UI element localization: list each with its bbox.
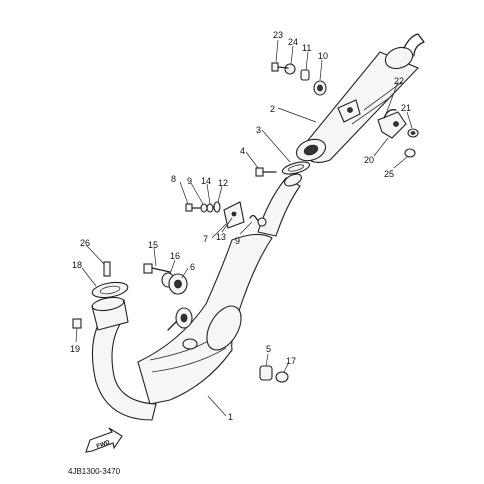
fwd-label: FWD — [96, 440, 112, 451]
callout-4: 4 — [240, 146, 245, 156]
collar-5 — [259, 365, 273, 381]
callout-9b: 9 — [235, 236, 240, 246]
callout-2: 2 — [270, 104, 275, 114]
callout-24: 24 — [288, 37, 298, 47]
callout-8: 8 — [171, 174, 176, 184]
collar-12 — [213, 201, 221, 213]
callouts: 1 2 3 4 5 6 7 8 9 9 10 11 12 13 14 15 16… — [70, 30, 411, 422]
callout-20: 20 — [364, 155, 374, 165]
clamp-plate — [223, 201, 245, 229]
washer-17 — [275, 371, 289, 383]
bolt-8 — [185, 203, 201, 212]
callout-11: 11 — [302, 43, 311, 53]
fwd-arrow-icon: FWD — [85, 427, 123, 453]
muffler-bracket — [377, 109, 407, 139]
leader-lines — [75, 39, 413, 417]
washer-14 — [206, 203, 214, 213]
collar-11 — [300, 69, 310, 81]
muffler — [295, 33, 425, 163]
callout-13: 13 — [216, 232, 226, 242]
callout-18: 18 — [72, 260, 82, 270]
grommet-10 — [313, 80, 327, 96]
callout-7: 7 — [203, 234, 208, 244]
callout-19: 19 — [70, 344, 80, 354]
callout-6: 6 — [190, 262, 195, 272]
bolt-23 — [271, 62, 289, 72]
callout-16: 16 — [170, 251, 180, 261]
washer-9 — [200, 203, 208, 213]
part-code: 4JB1300-3470 — [68, 467, 121, 476]
callout-1: 1 — [228, 412, 233, 422]
washer-24 — [284, 63, 296, 75]
callout-12: 12 — [218, 178, 228, 188]
callout-17: 17 — [286, 356, 296, 366]
bolt-4 — [255, 167, 277, 177]
washer-25 — [404, 148, 416, 158]
callout-21: 21 — [401, 103, 411, 113]
callout-10: 10 — [318, 51, 328, 61]
callout-14: 14 — [201, 176, 211, 186]
flange-18 — [91, 281, 129, 299]
bolt-15 — [143, 263, 171, 274]
gasket-3 — [281, 161, 311, 175]
callout-15: 15 — [148, 240, 158, 250]
callout-22: 22 — [394, 76, 404, 86]
callout-9a: 9 — [187, 176, 192, 186]
callout-5: 5 — [266, 344, 271, 354]
callout-3: 3 — [256, 125, 261, 135]
callout-25: 25 — [384, 169, 394, 179]
exhaust-pipe — [91, 173, 302, 421]
stud-26 — [103, 261, 111, 277]
callout-26: 26 — [80, 238, 90, 248]
nut-21 — [407, 128, 419, 138]
grommet-6 — [168, 273, 188, 295]
spring-9b — [249, 214, 267, 227]
callout-23: 23 — [273, 30, 283, 40]
nut-19 — [72, 318, 82, 329]
